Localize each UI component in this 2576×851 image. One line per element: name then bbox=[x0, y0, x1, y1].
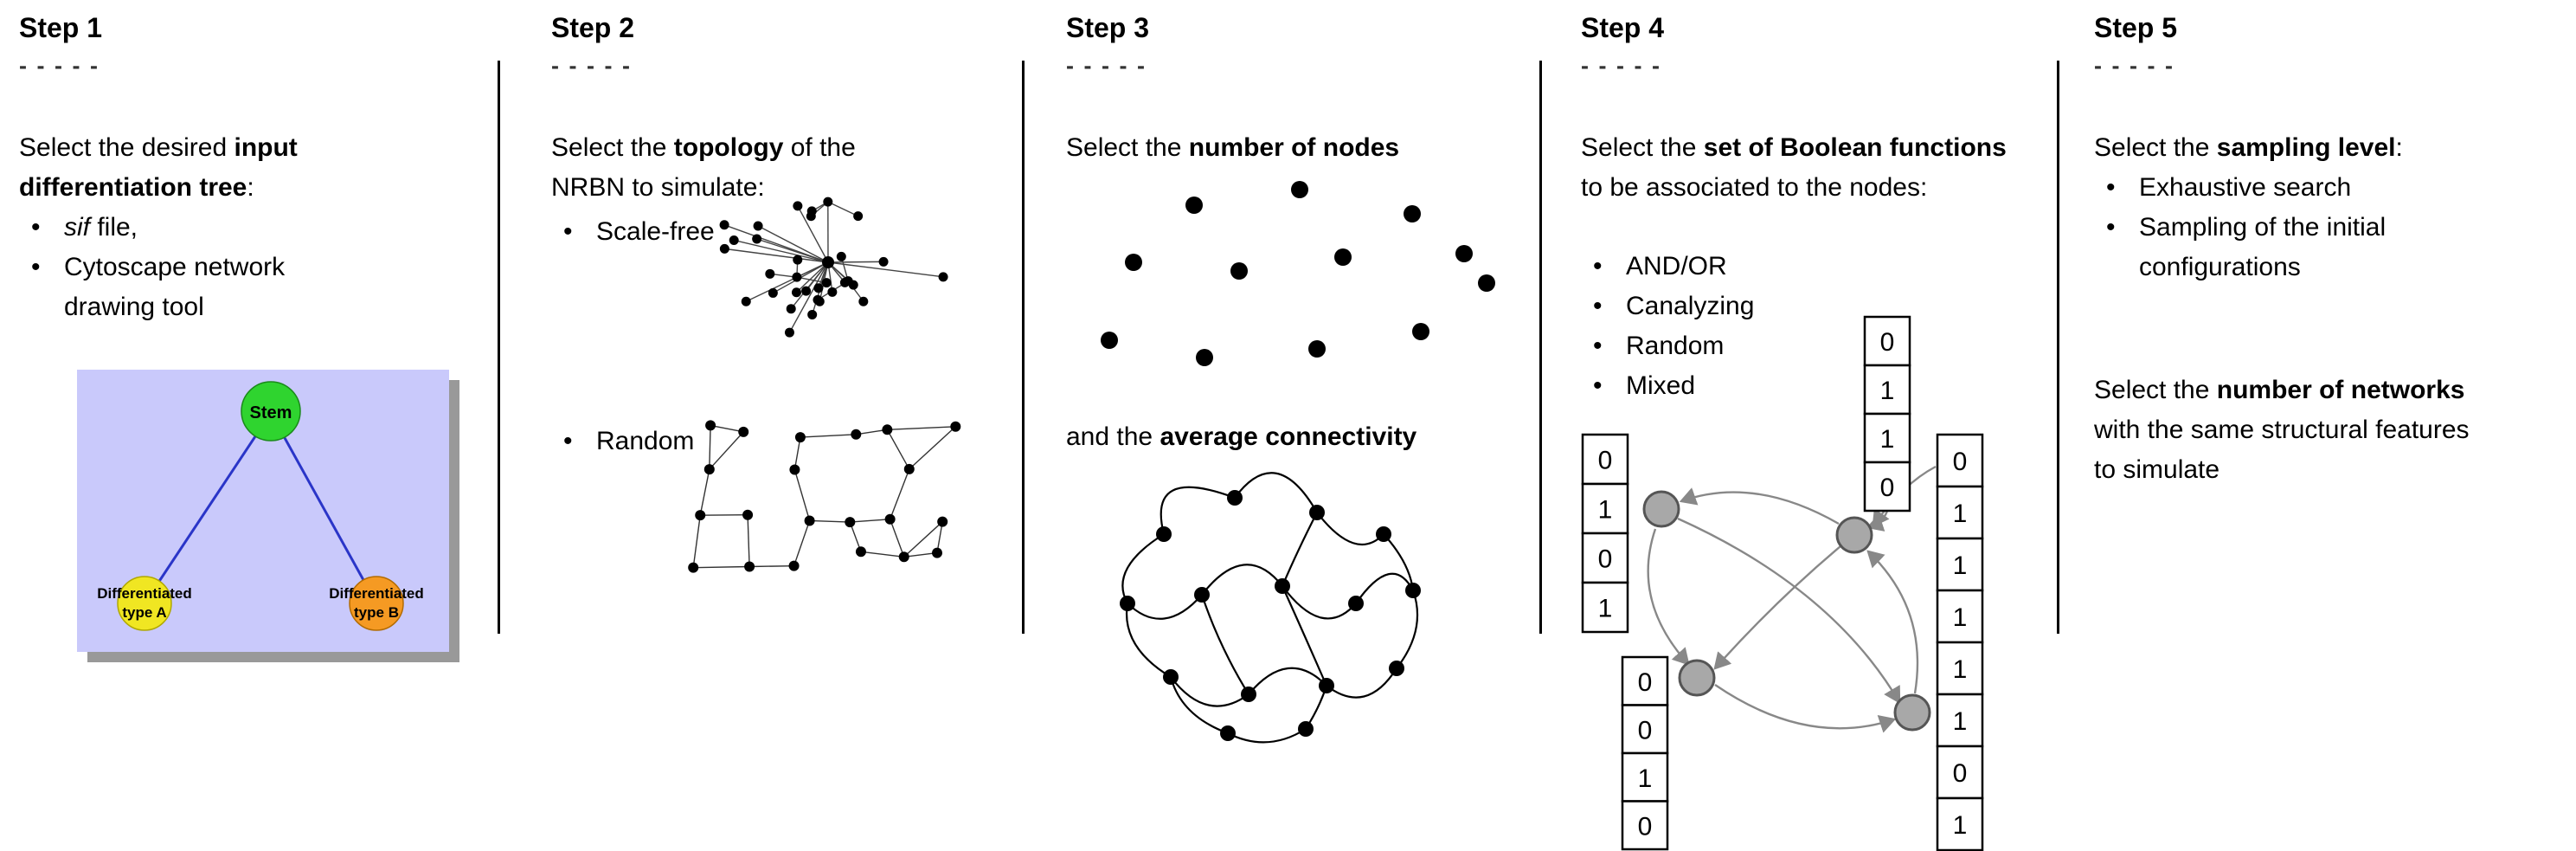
step-2-dashed-separator: - - - - - bbox=[551, 53, 632, 79]
svg-text:1: 1 bbox=[1953, 707, 1968, 736]
step-4-title: Step 4 bbox=[1581, 12, 1665, 43]
svg-text:1: 1 bbox=[1953, 811, 1968, 840]
bullet-item: • Mixed bbox=[1581, 366, 1858, 406]
scale-free-network-figure bbox=[719, 197, 948, 338]
bullet-marker: • bbox=[563, 217, 573, 246]
svg-text:0: 0 bbox=[1598, 447, 1613, 475]
bullet-item: • Canalyzing bbox=[1581, 287, 1858, 326]
svg-text:Stem: Stem bbox=[250, 403, 292, 422]
bullet-marker: • bbox=[2106, 213, 2116, 242]
svg-text:1: 1 bbox=[1953, 655, 1968, 684]
bullet-text: sif file, bbox=[64, 213, 138, 242]
column-divider bbox=[1022, 61, 1025, 634]
bullet-item: • Random bbox=[551, 422, 811, 461]
step-5-intro: Select the sampling level: bbox=[2094, 133, 2403, 162]
boolean-functions-network-figure: 0 1 0 1 0 1 1 0 0 0 1 0 0 1 1 1 1 1 0 1 bbox=[1581, 315, 1984, 851]
svg-text:1: 1 bbox=[1638, 764, 1653, 793]
average-connectivity-figure bbox=[1120, 472, 1421, 744]
step-4-column: Step 4 - - - - - Select the set of Boole… bbox=[1581, 0, 2055, 851]
step-1-column: Step 1 - - - - - Select the desired inpu… bbox=[19, 0, 491, 851]
svg-text:type A: type A bbox=[122, 604, 166, 621]
bullet-marker: • bbox=[1593, 332, 1603, 360]
bullet-marker: • bbox=[1593, 371, 1603, 400]
step-1-title: Step 1 bbox=[19, 12, 103, 43]
svg-text:type B: type B bbox=[354, 604, 399, 621]
svg-text:1: 1 bbox=[1880, 377, 1895, 405]
bullet-marker: • bbox=[563, 427, 573, 455]
bullet-text: Mixed bbox=[1626, 371, 1696, 400]
bullet-item: • Exhaustive search bbox=[2094, 168, 2527, 208]
step-5-title: Step 5 bbox=[2094, 12, 2178, 43]
step-2-title: Step 2 bbox=[551, 12, 635, 43]
step-3-connectivity-text: and the average connectivity bbox=[1066, 422, 1417, 451]
step-3-column: Step 3 - - - - - Select the number of no… bbox=[1066, 0, 1549, 851]
svg-text:1: 1 bbox=[1953, 500, 1968, 528]
bullet-item: • Cytoscape network drawing tool bbox=[19, 248, 382, 327]
column-divider bbox=[498, 61, 500, 634]
bullet-marker: • bbox=[1593, 292, 1603, 320]
svg-text:1: 1 bbox=[1598, 496, 1613, 525]
bullet-text: Sampling of the initial configurations bbox=[2139, 213, 2386, 281]
step-3-title: Step 3 bbox=[1066, 12, 1150, 43]
svg-text:Differentiated: Differentiated bbox=[329, 585, 424, 602]
bullet-text: Canalyzing bbox=[1626, 292, 1755, 320]
svg-text:1: 1 bbox=[1953, 603, 1968, 632]
column-divider bbox=[1539, 61, 1542, 634]
step-2-intro: Select the topology of the NRBN to simul… bbox=[551, 133, 856, 202]
bullet-item: • sif file, bbox=[19, 208, 382, 248]
bullet-text: Cytoscape network drawing tool bbox=[64, 253, 286, 321]
svg-text:0: 0 bbox=[1880, 328, 1895, 357]
bullet-marker: • bbox=[31, 253, 41, 281]
svg-text:0: 0 bbox=[1638, 812, 1653, 841]
bullet-item: • Random bbox=[1581, 326, 1858, 366]
step-4-intro: Select the set of Boolean functions to b… bbox=[1581, 133, 2007, 202]
svg-text:Differentiated: Differentiated bbox=[97, 585, 192, 602]
bullet-text: Scale-free bbox=[596, 217, 715, 246]
step-5-column: Step 5 - - - - - Select the sampling lev… bbox=[2094, 0, 2575, 851]
svg-text:0: 0 bbox=[1638, 668, 1653, 697]
svg-text:0: 0 bbox=[1953, 759, 1968, 788]
bullet-text: AND/OR bbox=[1626, 252, 1727, 280]
step-2-column: Step 2 - - - - - Select the topology of … bbox=[551, 0, 1023, 851]
step-4-dashed-separator: - - - - - bbox=[1581, 53, 1661, 79]
bullet-item: • AND/OR bbox=[1581, 247, 1858, 287]
step-1-dashed-separator: - - - - - bbox=[19, 53, 100, 79]
step-5-dashed-separator: - - - - - bbox=[2094, 53, 2175, 79]
step-3-dashed-separator: - - - - - bbox=[1066, 53, 1147, 79]
nodes-dots-figure bbox=[1101, 181, 1495, 366]
svg-text:0: 0 bbox=[1638, 716, 1653, 745]
svg-text:1: 1 bbox=[1598, 595, 1613, 623]
bullet-text: Random bbox=[1626, 332, 1725, 360]
step-1-intro: Select the desired input differentiation… bbox=[19, 133, 298, 202]
step-3-intro: Select the number of nodes bbox=[1066, 133, 1400, 162]
bullet-marker: • bbox=[31, 213, 41, 242]
svg-text:0: 0 bbox=[1598, 545, 1613, 574]
svg-text:0: 0 bbox=[1880, 474, 1895, 502]
bullet-text: Exhaustive search bbox=[2139, 173, 2352, 202]
bullet-marker: • bbox=[2106, 173, 2116, 202]
column-divider bbox=[2057, 61, 2059, 634]
svg-text:1: 1 bbox=[1880, 425, 1895, 454]
bullet-item: • Scale-free bbox=[551, 212, 811, 252]
bullet-item: • Sampling of the initial configurations bbox=[2094, 208, 2527, 287]
bullet-text: Random bbox=[596, 427, 695, 455]
svg-text:1: 1 bbox=[1953, 551, 1968, 580]
bullet-marker: • bbox=[1593, 252, 1603, 280]
random-network-figure bbox=[688, 420, 961, 573]
svg-text:0: 0 bbox=[1953, 448, 1968, 476]
step-5-networks-text: Select the number of networks with the s… bbox=[2094, 376, 2470, 484]
